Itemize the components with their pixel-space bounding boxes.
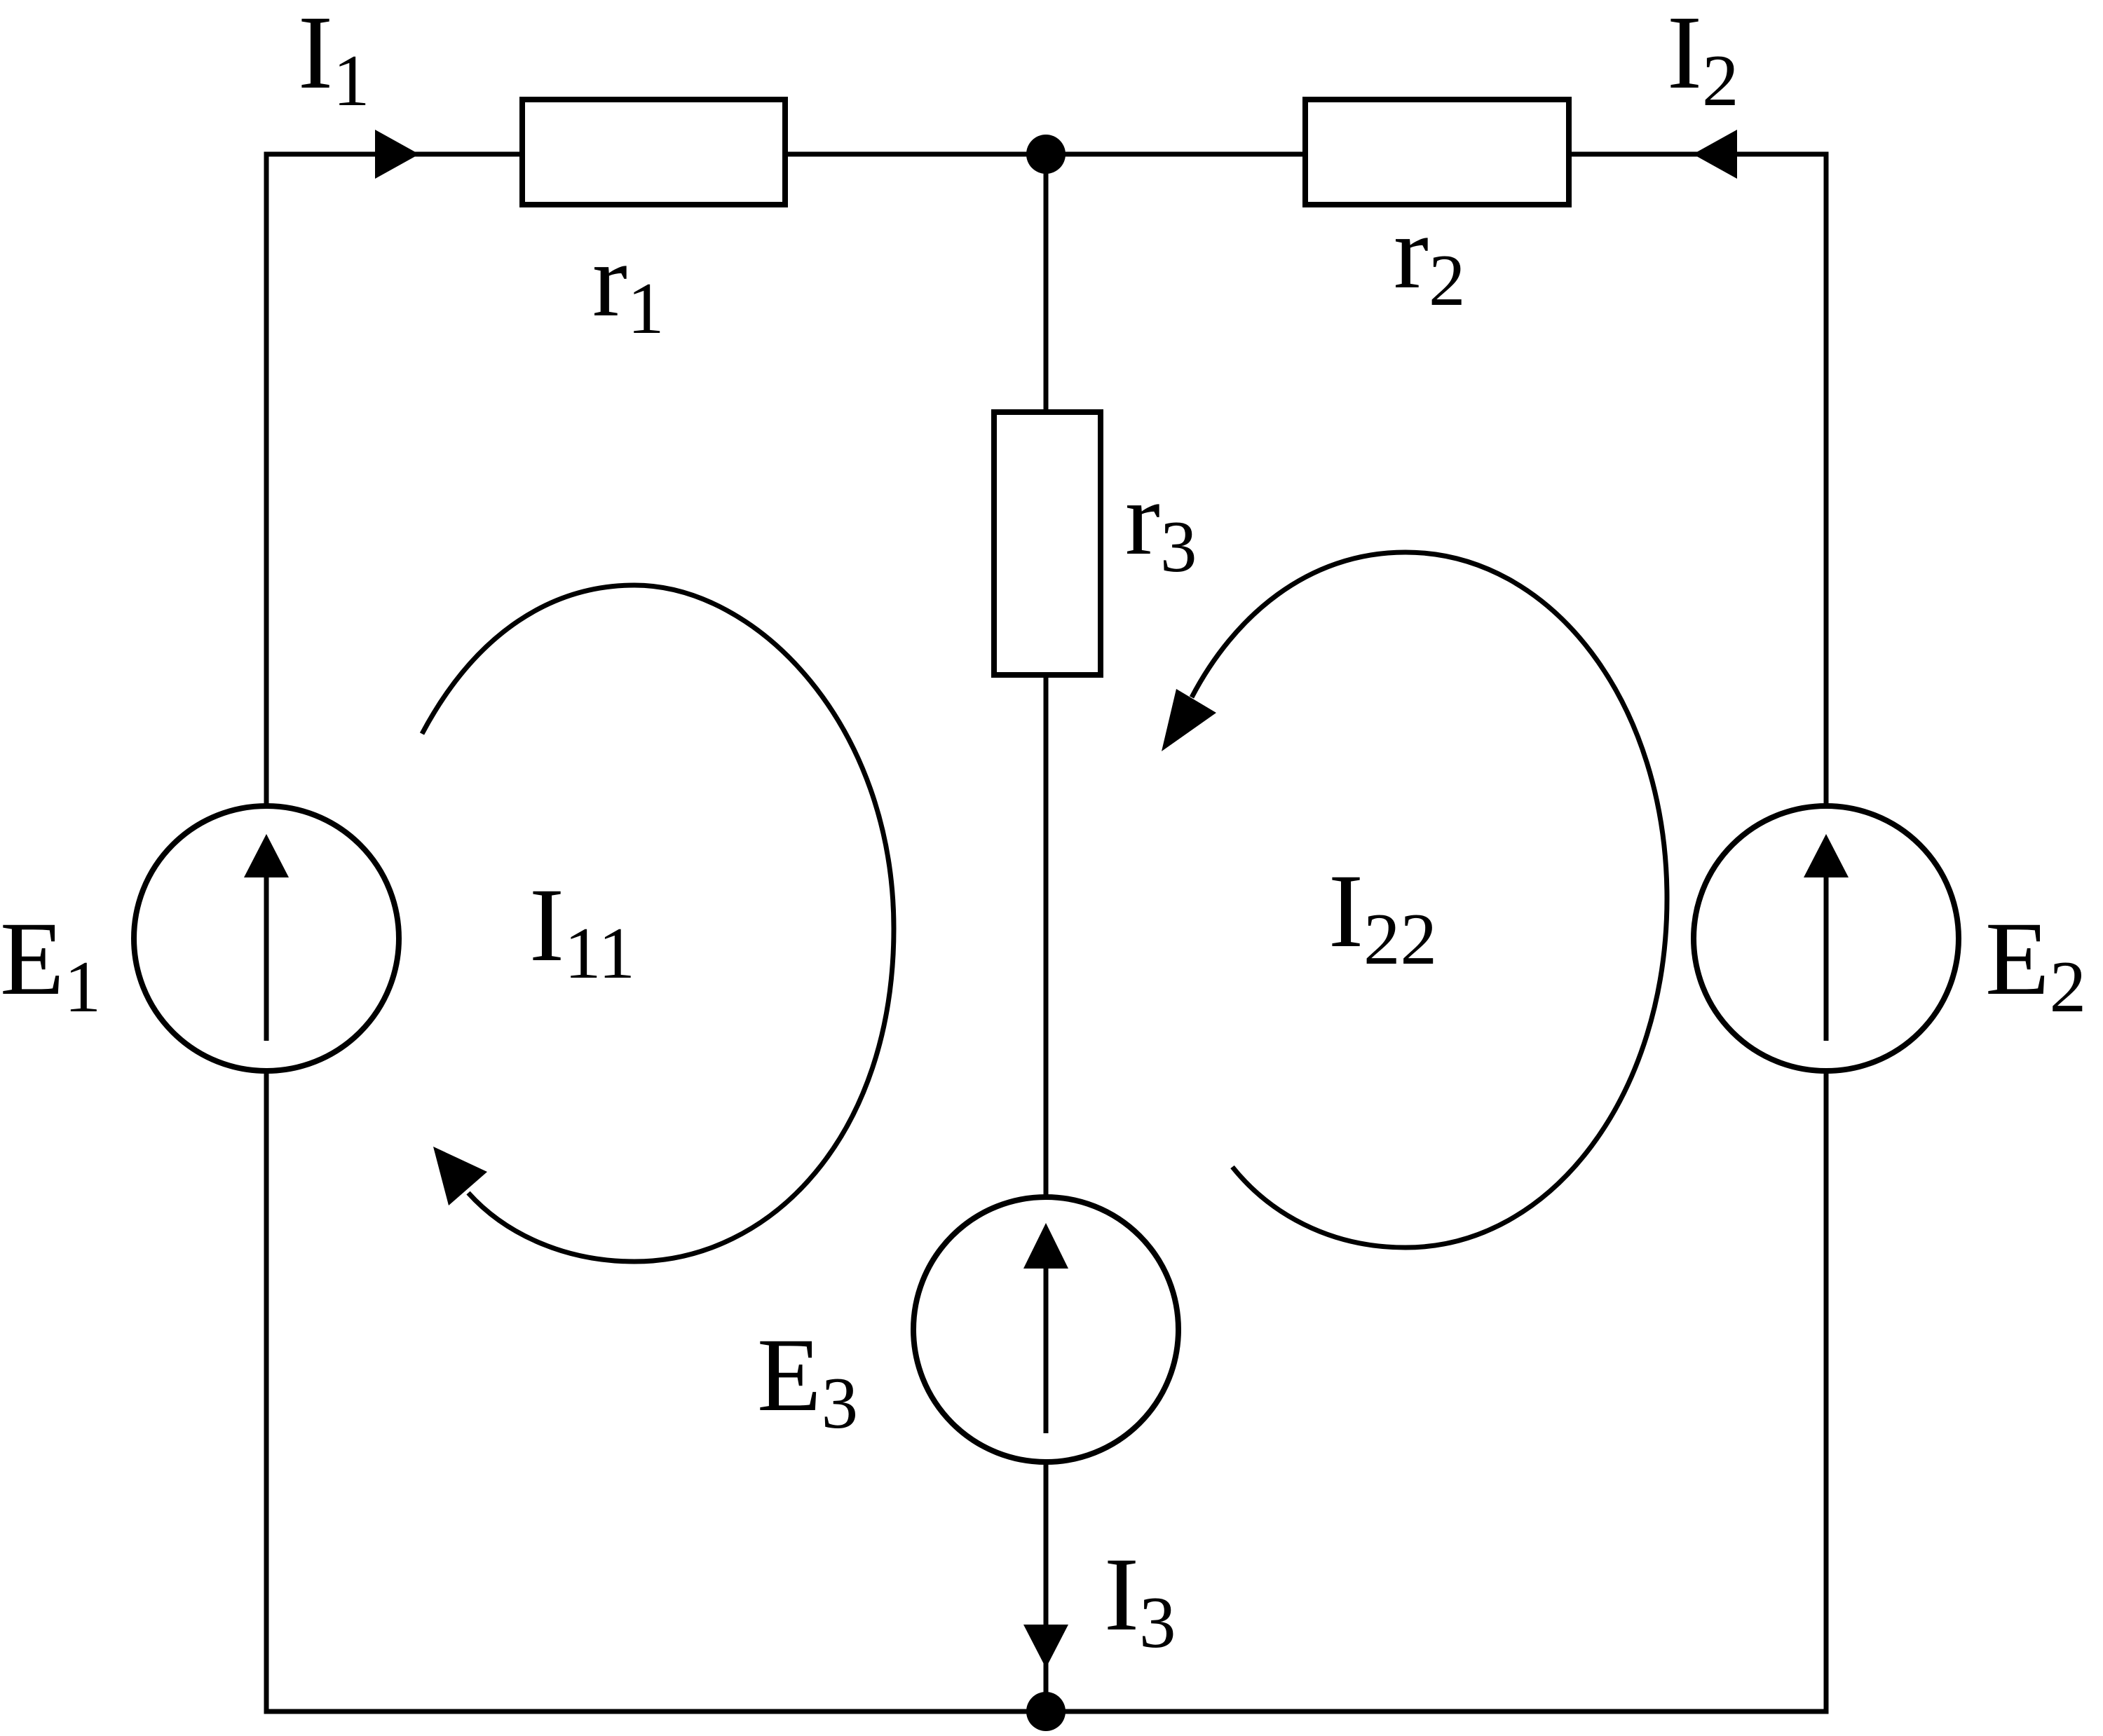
label-e3: E3	[757, 1317, 858, 1444]
label-i22: I22	[1328, 853, 1437, 980]
label-e2: E2	[1985, 901, 2086, 1027]
label-r2: r2	[1394, 194, 1465, 321]
label-i2: I2	[1667, 0, 1738, 121]
top-left-wire	[264, 151, 522, 806]
source-e1	[131, 803, 402, 1074]
arrow-i3	[1023, 1625, 1068, 1668]
loop-current-i11	[419, 582, 897, 1264]
top-right-wire	[1569, 151, 1829, 806]
label-i11: I11	[529, 867, 635, 994]
node-bottom	[1026, 1692, 1066, 1731]
node-top	[1026, 135, 1066, 174]
source-e3	[911, 1194, 1181, 1465]
label-i3: I3	[1104, 1536, 1176, 1663]
arrow-i1	[375, 130, 419, 179]
loop-current-i22	[1189, 549, 1670, 1250]
resistor-r1	[519, 97, 788, 207]
source-e2	[1691, 803, 1961, 1074]
loop-arrow-i22	[1162, 689, 1216, 751]
left-lower-wire	[264, 1071, 1046, 1714]
right-lower-wire	[1046, 1071, 1829, 1714]
label-e1: E1	[0, 901, 101, 1027]
loop-arrow-i11	[433, 1147, 487, 1205]
label-r3: r3	[1125, 460, 1197, 587]
resistor-r3	[991, 409, 1103, 678]
arrow-i2	[1693, 130, 1737, 179]
label-r1: r1	[592, 222, 664, 349]
resistor-r2	[1302, 97, 1572, 207]
label-i1: I1	[298, 0, 369, 121]
